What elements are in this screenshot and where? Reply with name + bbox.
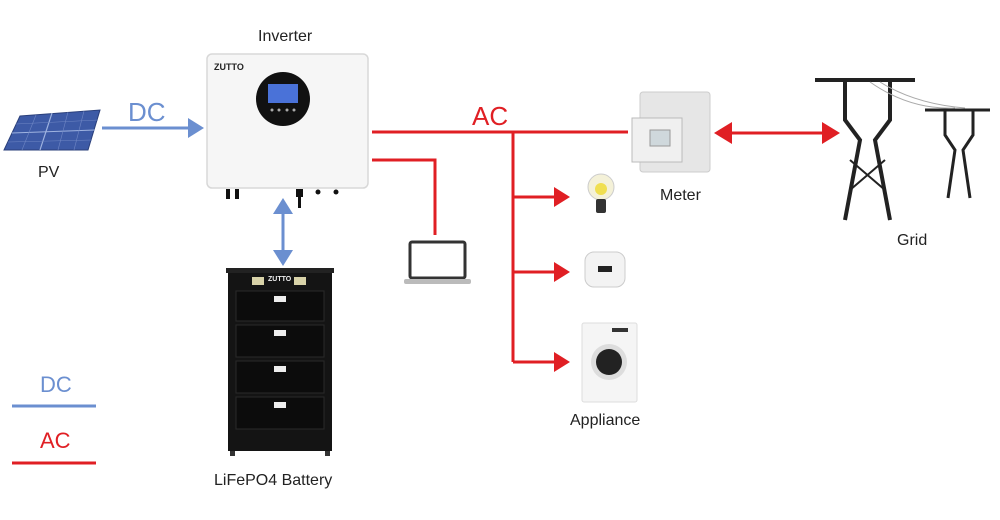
pv-label: PV xyxy=(38,164,60,181)
rice-cooker-icon xyxy=(584,251,626,288)
ac-line-laptop xyxy=(372,158,437,235)
inverter-icon xyxy=(206,53,369,208)
solar-panel-icon xyxy=(3,109,101,151)
power-tower-icon xyxy=(815,78,990,221)
ac-line-label: AC xyxy=(472,101,509,131)
ac-arrowhead-cooker xyxy=(554,262,570,282)
grid-label: Grid xyxy=(897,232,928,249)
inverter-label: Inverter xyxy=(258,28,313,45)
inverter-brand: ZUTTO xyxy=(214,62,244,72)
laptop-icon xyxy=(404,240,471,284)
ac-arrowhead-washer xyxy=(554,352,570,372)
legend-dc-label: DC xyxy=(40,372,72,397)
dc-line-label: DC xyxy=(128,97,166,127)
battery-brand: ZUTTO xyxy=(268,276,292,283)
battery-rack-icon xyxy=(226,268,334,456)
ac-arrowhead-left xyxy=(714,122,732,144)
battery-label: LiFePO4 Battery xyxy=(214,472,333,489)
meter-label: Meter xyxy=(660,187,701,204)
dc-arrowhead xyxy=(188,118,204,138)
washing-machine-icon xyxy=(581,322,638,403)
appliance-label: Appliance xyxy=(570,412,641,429)
energy-meter-icon xyxy=(631,91,711,173)
dc-arrowhead-up xyxy=(273,198,293,214)
light-bulb-icon xyxy=(587,173,615,213)
ac-arrowhead-right xyxy=(822,122,840,144)
dc-arrowhead-down xyxy=(273,250,293,266)
ac-arrowhead-bulb xyxy=(554,187,570,207)
legend-ac-label: AC xyxy=(40,428,71,453)
